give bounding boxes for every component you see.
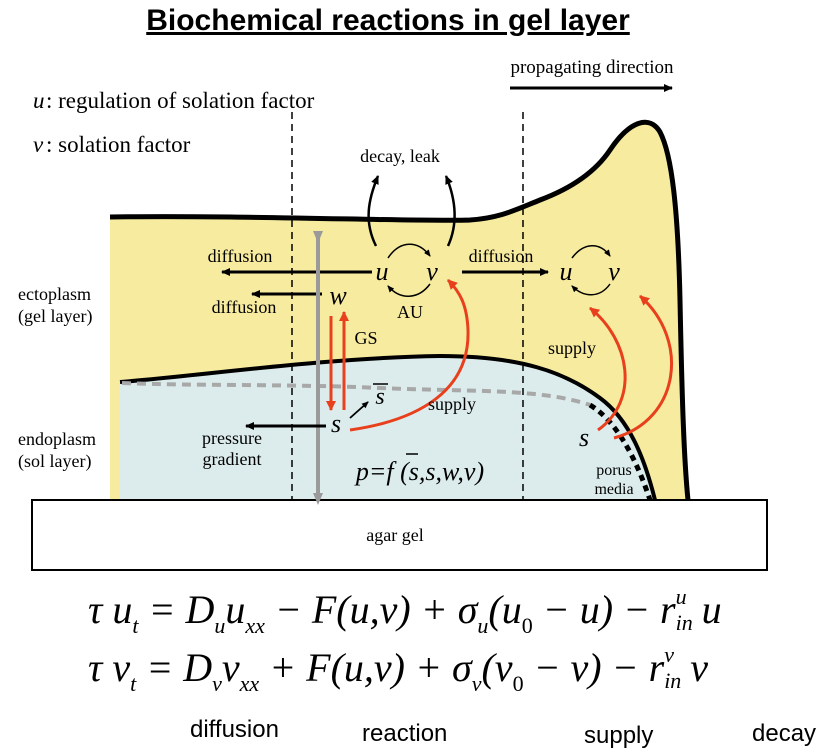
term-decay-label: decay	[752, 720, 817, 747]
porous-boundary	[121, 381, 591, 407]
s-to-sbar-arrow	[349, 401, 369, 419]
s-bar-variable: s	[375, 384, 384, 410]
au-cycle-bottom-arrow	[387, 283, 431, 297]
v-variable-right: v	[608, 257, 620, 286]
legend-v-symbol: v	[33, 132, 44, 157]
au-cycle-top-arrow	[387, 243, 431, 259]
supply-center-label: supply	[428, 394, 476, 414]
au-label: AU	[397, 302, 423, 322]
porus-label: porus	[596, 462, 632, 479]
page-title: Biochemical reactions in gel layer	[146, 4, 630, 37]
gs-label: GS	[354, 328, 377, 348]
media-label: media	[594, 481, 633, 498]
w-variable: w	[329, 281, 347, 310]
s-variable: s	[331, 409, 341, 438]
legend-v-description: : solation factor	[46, 132, 191, 157]
agar-gel-label: agar gel	[366, 525, 423, 545]
right-cycle-top-arrow	[571, 245, 611, 259]
term-reaction-label: reaction	[362, 720, 448, 747]
pressure-equation: p=f (s,s,w,v)	[354, 457, 484, 486]
porous-boundary-right	[588, 402, 653, 501]
decay-arrow-left	[367, 175, 380, 247]
legend-u-symbol: u	[33, 88, 45, 113]
decay-arrow-right	[444, 175, 456, 247]
endoplasm-label: endoplasm	[18, 429, 96, 449]
ectoplasm-sublabel: (gel layer)	[18, 306, 92, 327]
supply-arrow-right-2	[613, 294, 673, 440]
term-supply-label: supply	[584, 722, 654, 749]
propagating-direction-label: propagating direction	[510, 57, 674, 78]
supply-right-label: supply	[548, 338, 596, 358]
diffusion-right-label: diffusion	[469, 246, 534, 266]
diffusion-w-label: diffusion	[212, 297, 277, 317]
u-variable-right: u	[560, 257, 573, 286]
ectoplasm-label: ectoplasm	[18, 284, 91, 304]
term-diffusion-label: diffusion	[190, 716, 279, 743]
gel-sol-boundary	[119, 353, 657, 501]
right-cycle-bottom-arrow	[571, 283, 611, 296]
decay-leak-label: decay, leak	[360, 146, 440, 166]
supply-arrow-right-1	[589, 306, 627, 432]
supply-arrow-center	[349, 278, 470, 432]
u-variable: u	[376, 257, 389, 286]
diffusion-left-label: diffusion	[208, 246, 273, 266]
v-variable: v	[426, 257, 438, 286]
gradient-label: gradient	[203, 449, 262, 469]
gel-top-boundary	[109, 119, 691, 501]
endoplasm-sublabel: (sol layer)	[18, 451, 91, 472]
gel-layer-diagram: agar gel propagating direction u : regul…	[18, 57, 768, 571]
pressure-label: pressure	[202, 428, 262, 448]
legend-u-description: : regulation of solation factor	[46, 88, 315, 113]
agar-gel-block	[31, 499, 768, 571]
sol-layer-region	[120, 356, 655, 500]
s-variable-right: s	[579, 423, 589, 452]
